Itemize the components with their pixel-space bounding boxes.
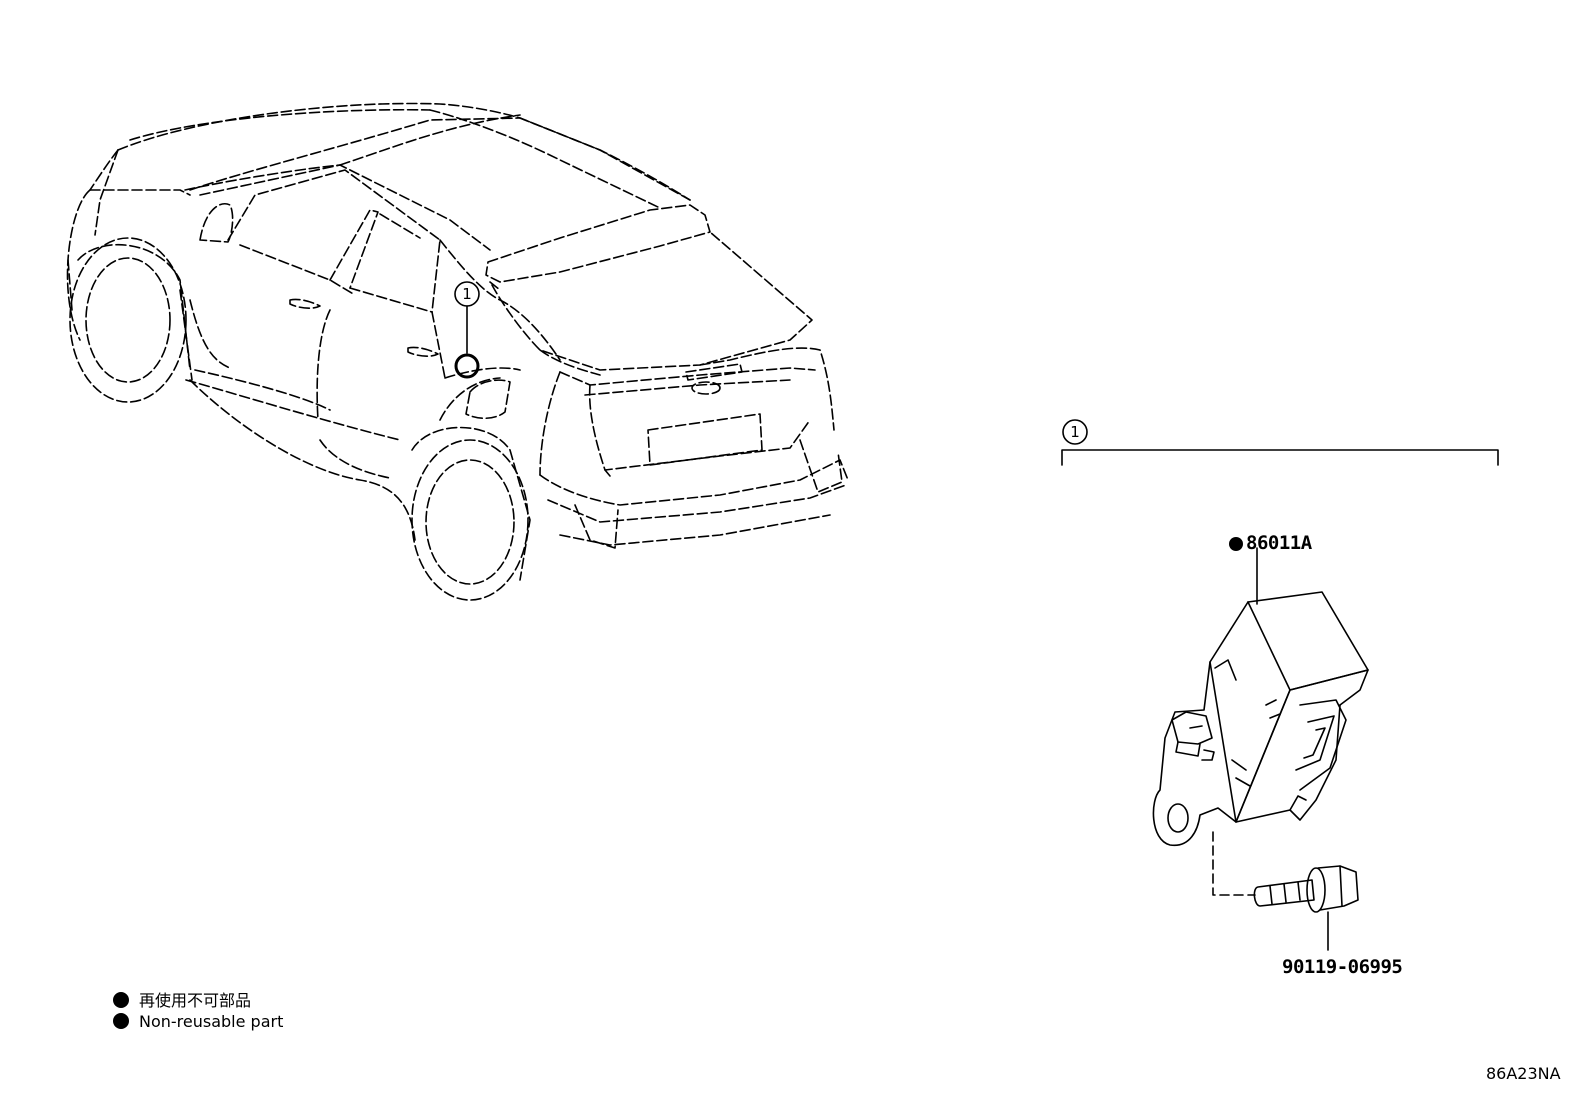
legend-en-text: Non-reusable part	[139, 1012, 284, 1031]
part-number-bolt: 90119-06995	[1282, 956, 1403, 978]
bolt-90119-06995	[1253, 865, 1359, 951]
legend-row-en: Non-reusable part	[113, 1012, 283, 1031]
legend-jp-text: 再使用不可部品	[139, 991, 252, 1010]
vehicle-callout	[454, 281, 480, 379]
part-number-module: 86011A	[1246, 532, 1312, 554]
vehicle-illustration	[66, 102, 849, 601]
vehicle-callout-number: 1	[462, 285, 472, 303]
group-bracket	[1061, 419, 1499, 466]
bolt-guide-line	[1212, 831, 1256, 896]
legend-dot-icon	[113, 1013, 129, 1029]
diagram-code: 86A23NA	[1486, 1064, 1561, 1083]
legend-row-jp: 再使用不可部品	[113, 987, 251, 1011]
group-callout-number: 1	[1070, 423, 1080, 441]
module-86011A	[1152, 591, 1369, 846]
non-reusable-marker	[1229, 537, 1243, 551]
legend-dot-icon	[113, 992, 129, 1008]
